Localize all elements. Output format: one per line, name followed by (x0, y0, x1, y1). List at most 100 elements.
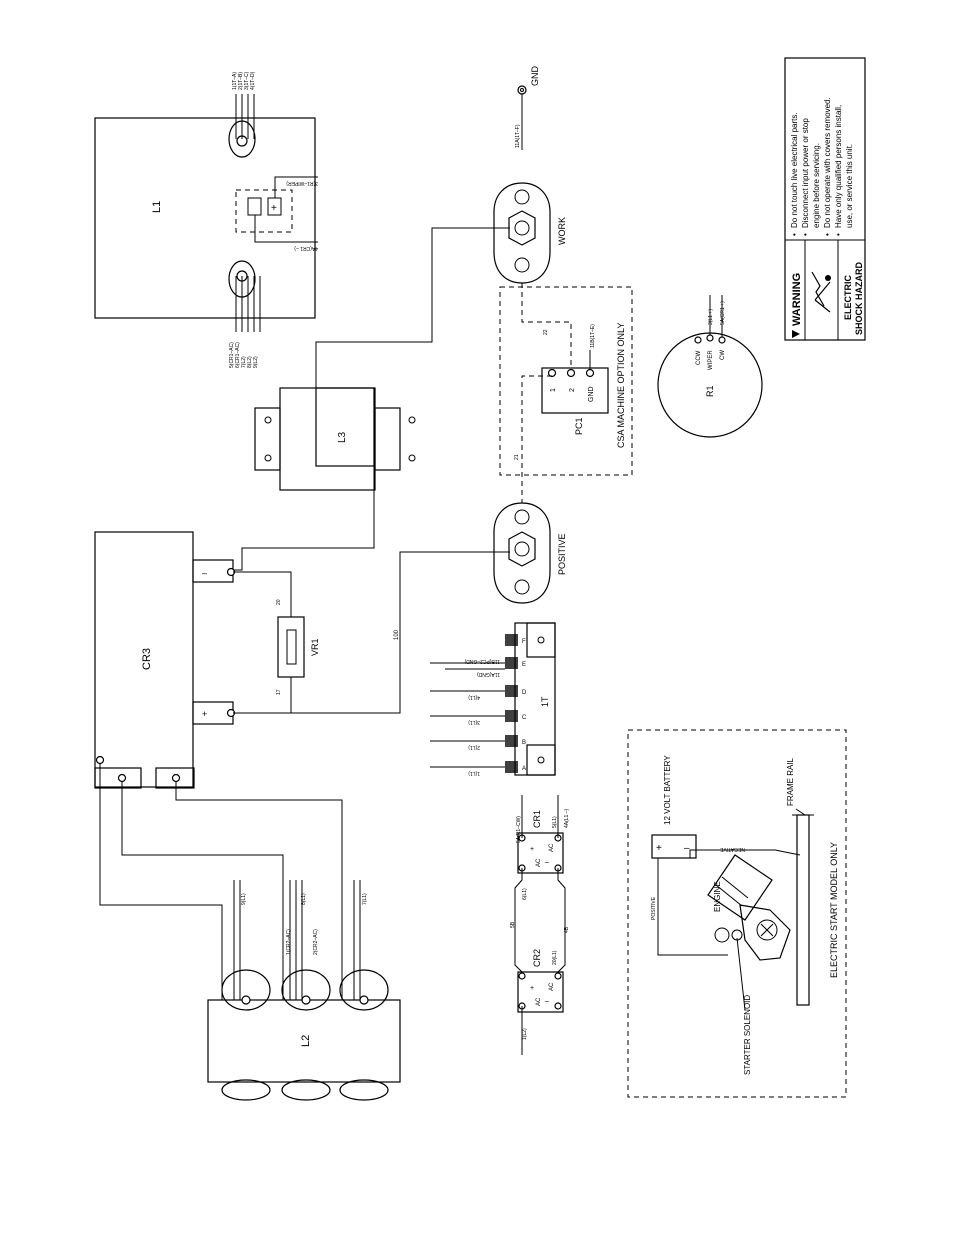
terminal-a-wire: 1(L1) (468, 770, 480, 776)
electric-start-option: ELECTRIC START MODEL ONLY + – 12 VOLT BA… (627, 729, 847, 1098)
r1-pin-cw: CW (720, 350, 726, 360)
terminal-d-letter: D (522, 690, 527, 696)
terminal-f-letter: F (522, 639, 526, 645)
work-label: WORK (557, 217, 567, 245)
terminal-e-wire-pc2: 11B(PC2–GND) (464, 658, 500, 664)
l1-wire-9: 9(L2) (253, 356, 259, 368)
pc1-pin-gnd: GND (588, 386, 595, 402)
l2-label: L2 (300, 1035, 312, 1047)
engine-label: ENGINE (713, 881, 722, 912)
r1-pin-wiper: WIPER (708, 350, 714, 370)
l1-inner-wire-1: 3(R1–WIPER) (286, 180, 318, 186)
warning-subtitle-1: ELECTRIC (843, 274, 853, 320)
l2-wire-7: 7(L1) (362, 893, 368, 905)
cr1-wire-5b: 5B (510, 921, 516, 928)
shock-hazard-icon (811, 271, 831, 313)
frame-rail-label: FRAME RAIL (786, 757, 795, 806)
r1-potentiometer: R1 CCW WIPER CW 3(L1 +) 5A(CR1 +) (657, 295, 763, 438)
l1-wire-6: 6(CR1–AC) (235, 342, 241, 368)
cr1-wire-4a: 4A(L1 –) (564, 808, 570, 828)
starter-label: STARTER SOLENOID (743, 995, 752, 1075)
cr3-rectifier: CR3 – + (94, 531, 236, 789)
cr2-ac-2: AC (549, 982, 555, 991)
cr1-ac-1: AC (536, 858, 542, 867)
terminal-c: C 3(L1) (430, 710, 527, 725)
terminal-b-letter: B (522, 740, 526, 746)
cr2-plus: + (530, 985, 534, 992)
pc1-pin-1: 1 (550, 388, 557, 392)
l2-wire-8: 8(L1) (301, 893, 307, 905)
cr1-plus: + (530, 846, 534, 853)
cr1-wire-5a: 5A(R1–CW) (516, 816, 522, 843)
terminal-strip-label: 1T (540, 696, 550, 707)
cr2-wire-1: 1(L2) (522, 1028, 528, 1040)
engine-icon (707, 854, 791, 961)
terminal-e-letter: E (522, 662, 526, 668)
positive-label: POSITIVE (557, 533, 567, 575)
cr2-label: CR2 (532, 949, 542, 967)
terminal-e: E 11A(GND) 11B(PC2–GND) (430, 657, 526, 677)
l1-wire-1: 1(1T–A) (232, 72, 238, 90)
terminal-d: D 4(L1) (430, 685, 527, 700)
vr1-wire-20: 20 (276, 599, 282, 605)
warning-subtitle-2: SHOCK HAZARD (854, 262, 864, 335)
warning-bullet-2: • (801, 233, 810, 236)
cr1-wire-6: 6(L1) (522, 888, 528, 900)
l1-wire-5: 5(CR1–AC) (229, 342, 235, 368)
warning-title: WARNING (791, 273, 803, 326)
warning-line-2: Disconnect input power or stop (801, 118, 810, 228)
cr1-minus: – (545, 859, 549, 866)
positive-cable-label: POSITIVE (651, 896, 657, 920)
gnd-label: GND (530, 66, 540, 87)
l2-wire-1-cr2: 1(CR2–AC) (286, 929, 292, 955)
l1-wire-4: 4(1T–D) (250, 71, 256, 90)
cr2-minus: – (545, 998, 549, 1005)
warning-line-1: Do not touch live electrical parts. (790, 112, 799, 228)
warning-line-3: engine before servicing. (812, 143, 821, 228)
pc1-wire-22: 22 (543, 329, 549, 335)
l1-reactor: L1 1(1T–A) 2(1T–B) 3(1T–C) 4(1T–D) 5(CR1… (94, 71, 318, 368)
cr3-label: CR3 (141, 648, 153, 670)
vr1-label: VR1 (310, 638, 320, 656)
pc1-label: PC1 (574, 417, 584, 435)
pc1-wire-11b: 11B(1T–E) (590, 324, 596, 348)
l1-inner-plus: + (271, 203, 277, 214)
pc1-wire-21: 21 (514, 454, 520, 460)
terminal-d-wire: 4(L1) (468, 694, 480, 700)
gnd-wire-label: 11A(1T–F) (515, 124, 521, 148)
cr1-label: CR1 (532, 810, 542, 828)
l2-wire-9: 9(L1) (241, 893, 247, 905)
warning-line-5: Have only qualified persons install, (834, 105, 843, 228)
warning-bullet-3: • (823, 233, 832, 236)
terminal-c-wire: 3(L1) (468, 719, 480, 725)
cr1-bridge: CR1 AC AC + – 5A(R1–CW) 5(L1) 4A(L1 –) 6… (510, 795, 570, 973)
l3-reactor: L3 (233, 227, 510, 571)
warning-line-4: Do not operate with covers removed. (823, 97, 832, 228)
electric-start-title: ELECTRIC START MODEL ONLY (829, 842, 839, 978)
cr3-minus: – (202, 568, 207, 578)
r1-wire-5a: 5A(CR1 +) (720, 301, 726, 325)
gnd-terminal: GND 11A(1T–F) (515, 66, 540, 150)
l1-wire-2: 2(1T–B) (238, 72, 244, 90)
l1-wire-7: 7(L2) (241, 356, 247, 368)
vr1-wire-17: 17 (276, 689, 282, 695)
warning-bullet-1: • (790, 233, 799, 236)
csa-option: CSA MACHINE OPTION ONLY PC1 1 2 GND 22 1… (499, 283, 633, 503)
battery-label: 12 VOLT BATTERY (663, 755, 672, 825)
r1-wire-3: 3(L1 +) (708, 309, 714, 325)
cr2-wire-4b: 4B (564, 926, 570, 933)
work-stud: WORK (493, 182, 567, 284)
positive-wire-label: 100 (394, 629, 400, 640)
cr1-wire-5: 5(L1) (552, 816, 558, 828)
terminal-strip-1t: 1T A 1(L1) B 2(L1) C 3(L1) D 4(L1) (430, 622, 556, 776)
warning-bullet-4: • (834, 233, 843, 236)
pc1-pin-2: 2 (569, 388, 576, 392)
terminal-c-letter: C (522, 715, 527, 721)
r1-label: R1 (705, 385, 715, 397)
warning-label: WARNING ELECTRIC SHOCK HAZARD • • • • Do… (784, 57, 866, 341)
l2-wire-2-cr2: 2(CR2–AC) (313, 929, 319, 955)
terminal-f: F (505, 634, 526, 646)
positive-stud: POSITIVE (493, 502, 567, 604)
terminal-a: A 1(L1) (430, 761, 526, 776)
